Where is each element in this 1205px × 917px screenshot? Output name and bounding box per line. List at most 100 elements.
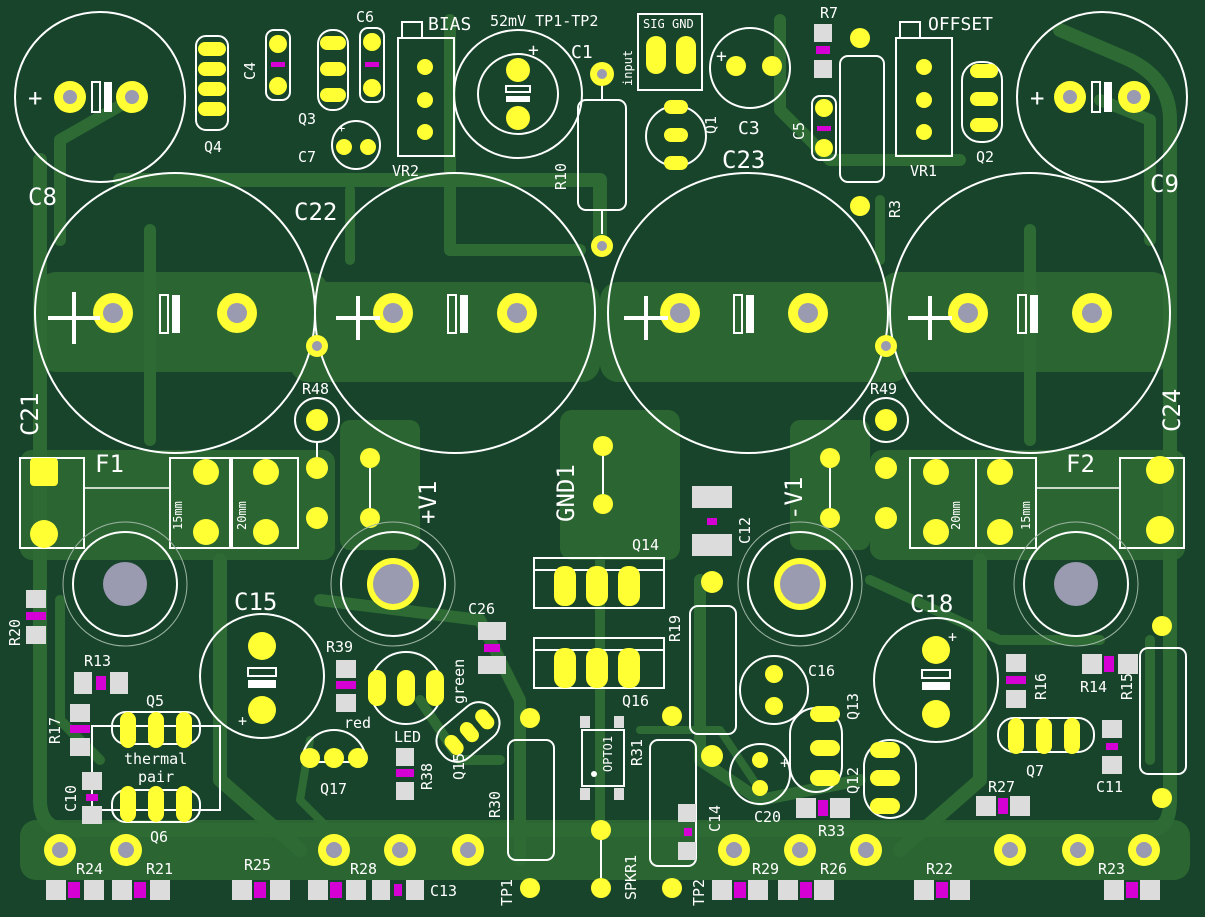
capacitor-c1: C1: [571, 42, 614, 86]
ref-r21: R21: [146, 860, 173, 878]
ref-r31: R31: [628, 739, 646, 766]
capacitor-c5: C5: [790, 95, 837, 161]
label-green: green: [450, 659, 468, 704]
ref-q15: Q15: [450, 753, 468, 780]
transistor-q12: Q12: [844, 739, 917, 819]
ref-f2: F2: [1066, 450, 1095, 478]
resistor-r24: R24: [46, 860, 104, 900]
resistor-r14: R14: [1080, 654, 1138, 696]
label-input: input: [621, 50, 635, 86]
capacitor-c22: C22: [294, 172, 596, 454]
ref-q7: Q7: [1026, 762, 1044, 780]
ref-r27: R27: [988, 778, 1015, 796]
resistor-r30: R30 TP1: [486, 708, 555, 906]
polarity-plus: +: [28, 84, 42, 112]
resistor-r3: R3: [839, 28, 904, 218]
ref-r28: R28: [350, 860, 377, 878]
transistor-q14: Q14: [533, 536, 665, 609]
resistor-r22: R22: [914, 860, 970, 900]
transistor-q2: Q2: [961, 61, 1003, 166]
ref-vr1: VR1: [910, 162, 937, 180]
capacitor-c15: C15 +: [199, 588, 325, 739]
ref-r3: R3: [886, 200, 904, 218]
mounting-hole-left: [62, 521, 188, 647]
label-fuse-15mm: 15mm: [171, 501, 185, 530]
label-pair: pair: [138, 768, 174, 786]
resistor-r7: R7: [814, 4, 838, 78]
ref-r49: R49: [870, 380, 897, 398]
label-fuse-15mm: 15mm: [1019, 501, 1033, 530]
capacitor-c21: C21: [16, 172, 316, 454]
resistor-r21: R21: [112, 860, 173, 900]
ref-q4: Q4: [204, 138, 222, 156]
resistor-r26: R26: [778, 860, 847, 900]
ref-c24: C24: [1158, 389, 1186, 432]
polarity-plus: +: [780, 754, 789, 772]
ref-r39: R39: [326, 638, 353, 656]
ref-c15: C15: [234, 588, 277, 616]
optocoupler-opto1: OPTO1: [580, 716, 625, 800]
ref-c9: C9: [1150, 170, 1179, 198]
ref-r10: R10: [552, 163, 570, 190]
ref-c21: C21: [16, 393, 44, 436]
capacitor-c11: C11: [1096, 720, 1123, 796]
ref-c13: C13: [430, 882, 457, 900]
ref-c16: C16: [808, 662, 835, 680]
ref-minus-v1: -V1: [780, 477, 808, 520]
ref-c4: C4: [241, 62, 259, 80]
ref-c3: C3: [738, 118, 760, 139]
resistor-r10: R10: [552, 86, 627, 234]
capacitor-c20: + C20: [729, 743, 791, 826]
capacitor-c26: C26: [468, 600, 506, 674]
capacitor-c8: + C8: [14, 11, 186, 211]
resistor-r23: R23: [1098, 860, 1160, 900]
ref-c26: C26: [468, 600, 495, 618]
transistor-q15: [435, 701, 501, 763]
bottom-power-pads: [44, 834, 1160, 866]
ref-r25: R25: [244, 856, 271, 874]
ref-c1: C1: [571, 42, 593, 63]
ref-c11: C11: [1096, 778, 1123, 796]
capacitor-c13: C13: [372, 880, 457, 900]
ref-r14: R14: [1080, 678, 1107, 696]
resistor-r25: R25: [232, 856, 290, 900]
resistor-r33: R33: [796, 798, 850, 840]
transistor-q4: Q4: [195, 35, 229, 156]
vias: [306, 235, 897, 357]
resistor-r17: R17: [46, 704, 90, 756]
ref-r15: R15: [1118, 673, 1136, 700]
ref-r48: R48: [302, 380, 329, 398]
ref-f1: F1: [95, 450, 124, 478]
capacitor-c12: C12: [692, 486, 754, 556]
mounting-hole-right: [1013, 521, 1139, 647]
label-thermal: thermal: [124, 750, 187, 768]
fuse-f1: F1 15mm 20mm: [19, 450, 299, 549]
resistor-r20: R20: [6, 590, 46, 646]
ref-c6: C6: [356, 8, 374, 26]
resistor-r28: R28: [308, 860, 377, 900]
ref-q16: Q16: [622, 692, 649, 710]
terminal-minus-v1: -V1: [737, 448, 863, 647]
ref-r38: R38: [418, 763, 436, 790]
capacitor-c16: C16: [739, 655, 835, 725]
terminal-gnd1: GND1: [552, 436, 613, 522]
resistor-r49: R49: [863, 380, 909, 529]
ref-q2: Q2: [976, 148, 994, 166]
capacitor-c7: + C7: [298, 120, 381, 170]
ref-r22: R22: [926, 860, 953, 878]
ref-q3: Q3: [298, 110, 316, 128]
ref-r13: R13: [84, 652, 111, 670]
polarity-plus: +: [1030, 84, 1044, 112]
capacitor-c6: C6: [356, 8, 385, 103]
transistor-q3: Q3: [298, 29, 349, 128]
label-gnd: GND: [672, 17, 694, 31]
ref-c7: C7: [298, 148, 316, 166]
ref-r26: R26: [820, 860, 847, 878]
ref-c5: C5: [790, 122, 808, 140]
transistor-q17: Q17: [300, 729, 368, 798]
label-bias: BIAS: [428, 14, 471, 35]
capacitor-c18: C18 +: [873, 590, 999, 743]
capacitor-c9: + C9: [1016, 11, 1188, 198]
transistor-q13: Q13: [789, 693, 862, 793]
